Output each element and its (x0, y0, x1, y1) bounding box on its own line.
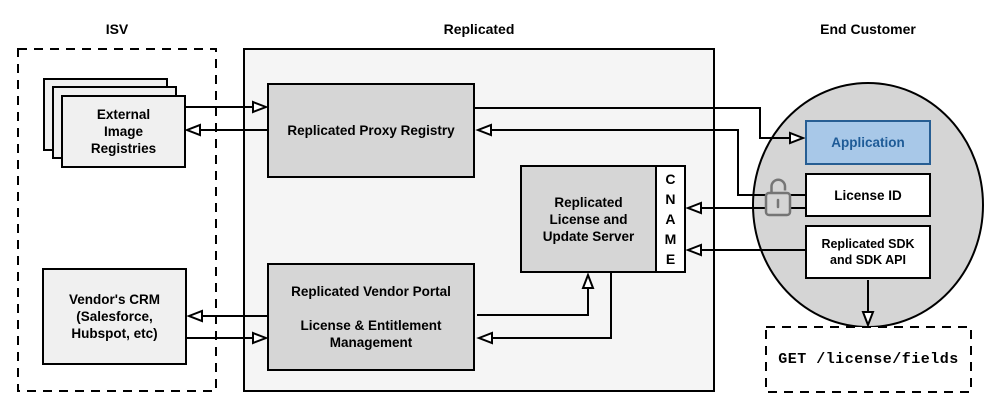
edge-portal-to-crm (186, 309, 267, 323)
edge-proxy-to-registries (184, 123, 267, 137)
unlocked-padlock-icon (764, 178, 792, 217)
replicated-proxy-registry-node: Replicated Proxy Registry (267, 83, 475, 178)
isv-dashed-boundary (17, 48, 217, 392)
edge-portal-to-license-server (477, 272, 595, 316)
isv-section-title: ISV (105, 21, 129, 37)
cname-node: C N A M E (655, 165, 686, 273)
replicated-sdk-node: Replicated SDK and SDK API (805, 225, 931, 279)
application-node: Application (805, 120, 931, 165)
edge-registries-to-proxy (186, 100, 269, 114)
edge-sdk-to-cname (685, 243, 805, 257)
vendors-crm-node: Vendor's CRM (Salesforce, Hubspot, etc) (42, 268, 187, 365)
edge-license-server-to-portal (476, 273, 612, 345)
edge-sdk-to-get-endpoint (861, 280, 875, 328)
external-image-registries-node: External Image Registries (61, 95, 186, 168)
replicated-vendor-portal-node: Replicated Vendor Portal License & Entit… (267, 263, 475, 371)
edge-crm-to-portal (187, 331, 269, 345)
edge-proxy-to-application (475, 107, 806, 145)
get-endpoint-dashed-box (765, 326, 972, 393)
replicated-license-update-server-node: Replicated License and Update Server (520, 165, 657, 273)
replicated-section-title: Replicated (443, 21, 515, 37)
license-id-node: License ID (805, 173, 931, 217)
get-license-fields-label: GET /license/fields (778, 351, 959, 368)
end-customer-section-title: End Customer (820, 21, 916, 37)
